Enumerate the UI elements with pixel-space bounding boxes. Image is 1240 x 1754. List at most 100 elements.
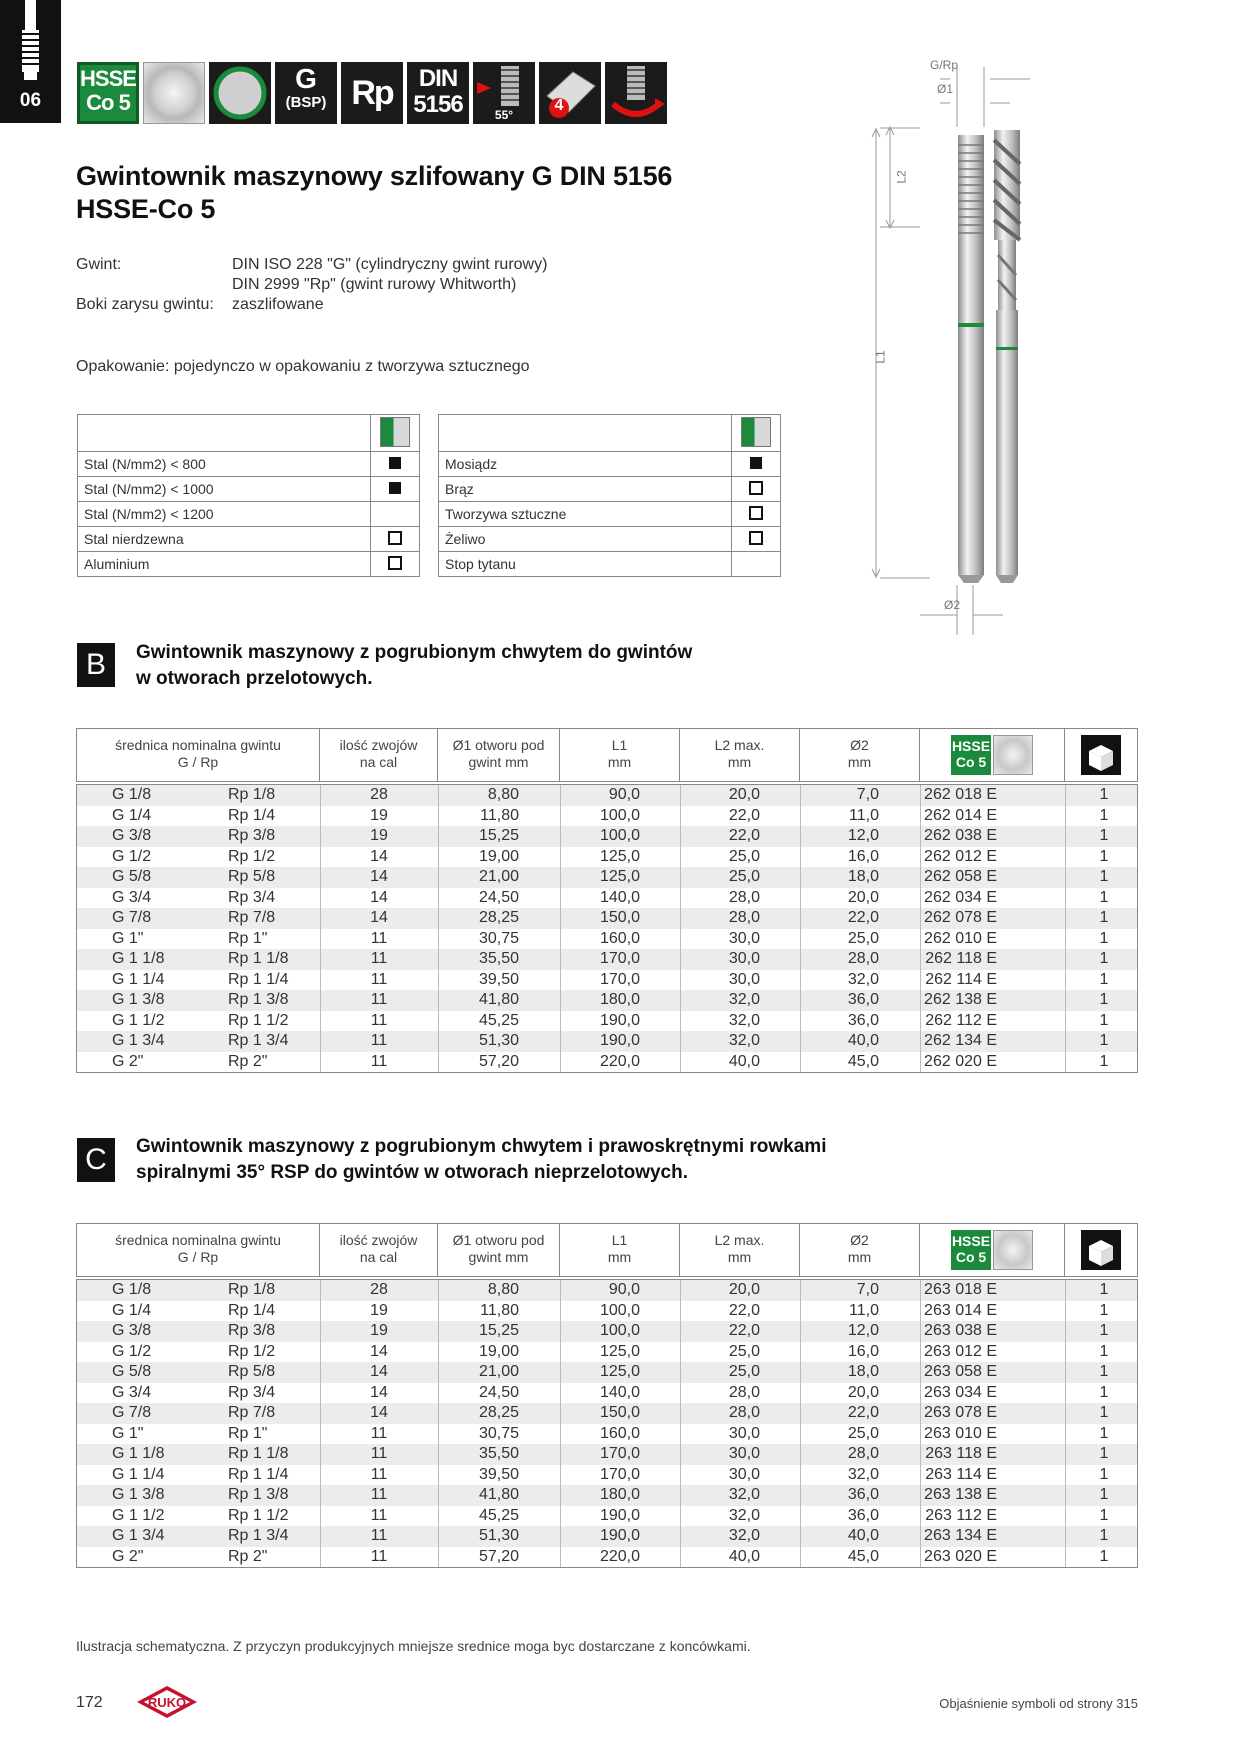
length-l1: 90,0 <box>608 786 640 803</box>
pack-quantity: 1 <box>1099 1383 1109 1401</box>
drill-diameter: 57,20 <box>478 1547 519 1565</box>
length-l2: 32,0 <box>728 1011 760 1029</box>
ground-finish-icon <box>143 62 205 124</box>
pack-quantity: 1 <box>1099 1445 1109 1462</box>
shank-diameter: 20,0 <box>847 888 879 906</box>
shank-diameter: 16,0 <box>847 1342 879 1360</box>
pack-quantity: 1 <box>1099 786 1109 803</box>
thread-g: G 1 3/8 <box>112 991 165 1008</box>
thread-g: G 7/8 <box>112 1404 152 1421</box>
pack-quantity: 1 <box>1099 806 1109 824</box>
length-l1: 160,0 <box>599 1424 640 1442</box>
tpi: 11 <box>370 1486 388 1503</box>
length-l1: 100,0 <box>599 827 640 844</box>
drill-diameter: 41,80 <box>478 1486 519 1503</box>
thread-rp: Rp 1 1/8 <box>228 1445 289 1462</box>
thread-rp: Rp 2" <box>228 1052 268 1070</box>
pack-quantity: 1 <box>1099 1281 1109 1298</box>
suitable-mark-icon <box>388 530 403 545</box>
tpi: 11 <box>370 950 388 967</box>
ground-finish-icon <box>993 1230 1033 1270</box>
thread-g: G 1/4 <box>112 806 152 824</box>
thread-rp: Rp 3/4 <box>228 1383 276 1401</box>
dim-l1-label: L1 <box>873 350 888 364</box>
length-l2: 25,0 <box>728 1363 760 1380</box>
pack-quantity: 1 <box>1099 909 1109 926</box>
drill-diameter: 35,50 <box>478 1445 519 1462</box>
material-row: Mosiądz <box>437 451 781 477</box>
material-row: Stop tytanu <box>437 551 781 577</box>
ruko-logo: RUKO <box>135 1684 199 1720</box>
thread-g: G 1 1/2 <box>112 1506 165 1524</box>
drill-diameter: 45,25 <box>478 1506 519 1524</box>
drill-diameter: 39,50 <box>478 1465 519 1483</box>
section-c-title: Gwintownik maszynowy z pogrubionym chwyt… <box>136 1136 827 1183</box>
length-l2: 25,0 <box>728 868 760 885</box>
length-l2: 28,0 <box>728 888 760 906</box>
thread-g: G 1 1/4 <box>112 970 165 988</box>
thread-g: G 5/8 <box>112 1363 152 1380</box>
length-l1: 125,0 <box>599 868 640 885</box>
tool-icon <box>380 416 411 447</box>
drill-diameter: 8,80 <box>487 786 519 803</box>
thread-rp: Rp 1" <box>228 1424 268 1442</box>
rp-icon: Rp <box>341 62 403 124</box>
article-number: 262 010 E <box>924 929 997 947</box>
length-l2: 22,0 <box>728 1301 760 1319</box>
length-l1: 125,0 <box>599 1363 640 1380</box>
suitable-mark-icon <box>388 555 403 570</box>
thread-g: G 1/2 <box>112 1342 152 1360</box>
thread-value-2: DIN 2999 "Rp" (gwint rurowy Whitworth) <box>232 276 517 293</box>
chamfer-form-icon: 4 <box>539 62 601 124</box>
thread-g: G 1/8 <box>112 1281 152 1298</box>
article-number: 262 078 E <box>924 909 997 926</box>
thread-angle-icon: 55° <box>473 62 535 124</box>
length-l1: 100,0 <box>599 806 640 824</box>
material-row: Stal (N/mm2) < 1000 <box>76 476 420 502</box>
length-l1: 220,0 <box>599 1052 640 1070</box>
tpi: 11 <box>370 1032 388 1049</box>
g-bsp-icon: G (BSP) <box>275 62 337 124</box>
tpi: 11 <box>370 929 388 947</box>
thread-rp: Rp 5/8 <box>228 868 276 885</box>
tpi: 11 <box>370 1527 388 1544</box>
pack-quantity: 1 <box>1099 1486 1109 1503</box>
thread-rp: Rp 1" <box>228 929 268 947</box>
length-l2: 40,0 <box>728 1052 760 1070</box>
din-5156-icon: DIN 5156 <box>407 62 469 124</box>
drill-diameter: 41,80 <box>478 991 519 1008</box>
thread-g: G 3/4 <box>112 888 152 906</box>
shank-diameter: 25,0 <box>847 929 879 947</box>
length-l1: 190,0 <box>599 1011 640 1029</box>
shank-diameter: 18,0 <box>847 1363 879 1380</box>
thread-rp: Rp 3/8 <box>228 1322 276 1339</box>
tpi: 14 <box>370 1383 388 1401</box>
tpi: 14 <box>370 888 388 906</box>
article-number: 262 138 E <box>924 991 997 1008</box>
length-l1: 150,0 <box>599 909 640 926</box>
drill-diameter: 45,25 <box>478 1011 519 1029</box>
tpi: 11 <box>370 970 388 988</box>
thread-rp: Rp 1 1/2 <box>228 1011 289 1029</box>
thread-g: G 1" <box>112 929 144 947</box>
length-l2: 32,0 <box>728 1506 760 1524</box>
thread-g: G 1 1/2 <box>112 1011 165 1029</box>
length-l1: 100,0 <box>599 1322 640 1339</box>
tap-illustration <box>871 67 1030 635</box>
thread-g: G 7/8 <box>112 909 152 926</box>
length-l1: 150,0 <box>599 1404 640 1421</box>
thread-rp: Rp 3/8 <box>228 827 276 844</box>
materials-table-left: Stal (N/mm2) < 800 Stal (N/mm2) < 1000 S… <box>76 414 420 577</box>
ground-finish-icon <box>993 735 1033 775</box>
